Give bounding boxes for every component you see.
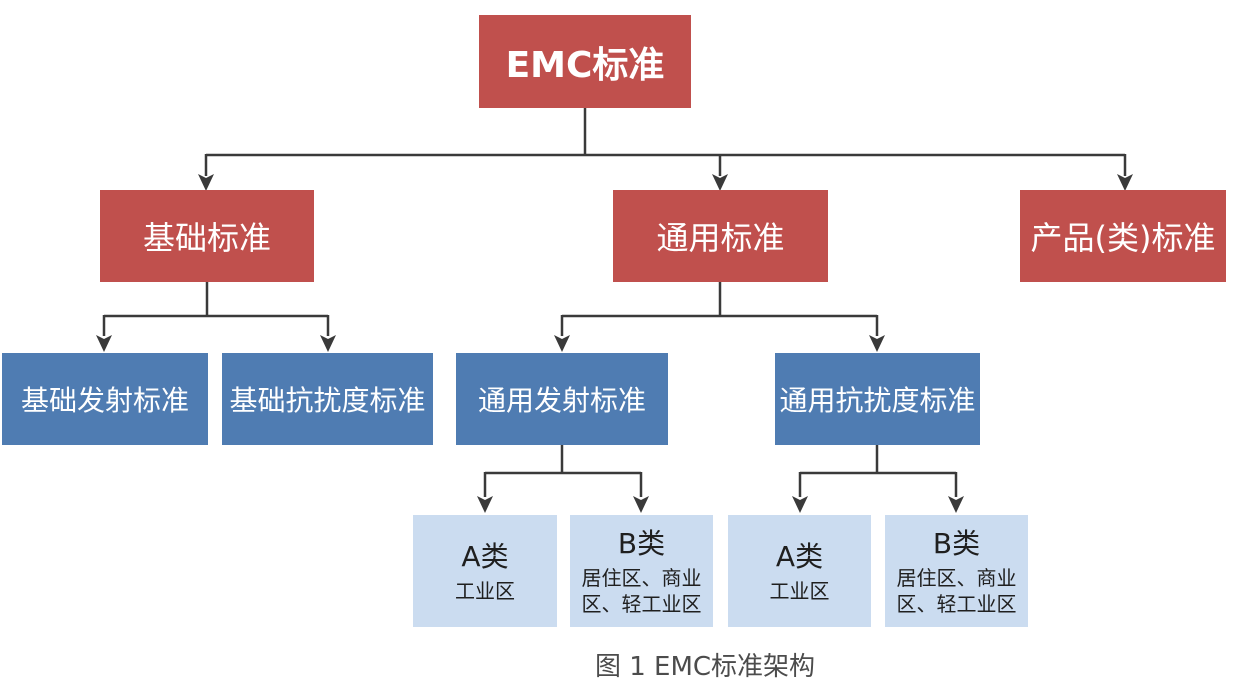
node-product-standard: 产品(类)标准: [1020, 190, 1226, 282]
node-class-a-emission-subtitle: 工业区: [455, 578, 515, 603]
node-basic-standard-label: 基础标准: [142, 219, 271, 257]
node-basic-immunity-standard: 基础抗扰度标准: [222, 353, 433, 445]
node-basic-immunity-standard-label: 基础抗扰度标准: [229, 384, 426, 417]
node-class-b-emission-title: B类: [617, 526, 666, 560]
node-generic-standard: 通用标准: [613, 190, 828, 282]
node-emc-standard-label: EMC标准: [505, 44, 665, 86]
node-basic-standard: 基础标准: [100, 190, 314, 282]
node-product-standard-label: 产品(类)标准: [1030, 219, 1216, 257]
node-class-b-emission: B类 居住区、商业区、轻工业区: [570, 515, 713, 627]
node-generic-immunity-standard-label: 通用抗扰度标准: [779, 384, 976, 417]
node-generic-standard-label: 通用标准: [656, 219, 785, 257]
node-class-a-immunity: A类 工业区: [728, 515, 871, 627]
node-emc-standard: EMC标准: [479, 15, 691, 108]
node-generic-immunity-standard: 通用抗扰度标准: [775, 353, 980, 445]
node-basic-emission-standard-label: 基础发射标准: [20, 384, 189, 417]
figure-caption: 图 1 EMC标准架构: [594, 652, 816, 682]
node-class-b-immunity: B类 居住区、商业区、轻工业区: [885, 515, 1028, 627]
node-class-b-immunity-title: B类: [932, 526, 981, 560]
connector-root-to-level2: [198, 108, 1133, 191]
connector-generic-immunity-to-classes: [792, 445, 964, 513]
node-class-a-emission: A类 工业区: [413, 515, 557, 627]
node-class-a-immunity-subtitle: 工业区: [769, 578, 830, 603]
node-generic-emission-standard-label: 通用发射标准: [477, 384, 646, 417]
connector-generic-to-children: [554, 282, 885, 352]
node-class-a-emission-title: A类: [461, 539, 509, 573]
node-basic-emission-standard: 基础发射标准: [2, 353, 208, 445]
connector-generic-emission-to-classes: [477, 445, 649, 513]
node-class-a-immunity-title: A类: [775, 539, 824, 573]
node-class-b-emission-subtitle: 居住区、商业区、轻工业区: [581, 565, 702, 616]
node-class-b-immunity-subtitle: 居住区、商业区、轻工业区: [896, 565, 1017, 616]
node-generic-emission-standard: 通用发射标准: [456, 353, 668, 445]
connector-basic-to-children: [96, 282, 336, 352]
